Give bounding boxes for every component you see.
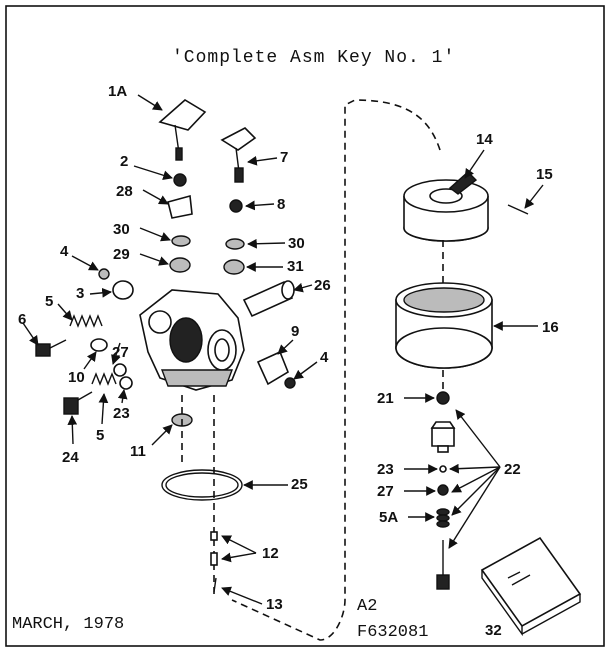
- callout-21: 21: [377, 390, 394, 407]
- callout-26: 26: [314, 277, 331, 294]
- spring-5a: [436, 508, 450, 528]
- screw-2: [173, 173, 187, 187]
- drawing-code-a: A2: [357, 597, 377, 616]
- callout-30-right: 30: [288, 235, 305, 252]
- callout-30-left: 30: [113, 221, 130, 238]
- spring-5-upper: [69, 314, 103, 328]
- screw-6: [35, 339, 67, 357]
- washer-21: [436, 391, 450, 405]
- spring-5-lower: [91, 372, 117, 386]
- nut-4-top: [98, 268, 110, 280]
- seal-31: [223, 259, 245, 275]
- callout-5-upper: 5: [45, 293, 53, 310]
- throttle-bracket-1a: [158, 99, 207, 161]
- kit-package-32: [480, 536, 582, 637]
- callout-14: 14: [476, 131, 493, 148]
- connection-dashed-line: [231, 99, 441, 641]
- clip-28: [167, 194, 193, 219]
- drawing-code-b: F632081: [357, 623, 428, 642]
- fuel-inlet-26: [242, 280, 295, 318]
- callout-7: 7: [280, 149, 288, 166]
- gasket-25-inner: [165, 472, 239, 498]
- ring-27-left: [113, 363, 127, 377]
- callout-1a: 1A: [108, 83, 127, 100]
- callout-6: 6: [18, 311, 26, 328]
- diagram-title: 'Complete Asm Key No. 1': [172, 48, 455, 68]
- needle-bolt: [436, 540, 450, 590]
- callout-28: 28: [116, 183, 133, 200]
- callout-10: 10: [68, 369, 85, 386]
- callout-32: 32: [485, 622, 502, 639]
- plate-9: [256, 350, 289, 386]
- washer-10: [90, 338, 108, 352]
- seal-29: [169, 257, 191, 273]
- plug-3: [112, 280, 134, 300]
- callout-16: 16: [542, 319, 559, 336]
- washer-30-left: [171, 235, 191, 247]
- carburetor-body: [139, 289, 245, 391]
- washer-8: [229, 199, 243, 213]
- callout-5a: 5A: [379, 509, 398, 526]
- callout-24: 24: [62, 449, 79, 466]
- callout-22: 22: [504, 461, 521, 478]
- needle-24: [63, 391, 93, 415]
- callout-13: 13: [266, 596, 283, 613]
- ring-27-right: [437, 484, 449, 496]
- callout-27-right: 27: [377, 483, 394, 500]
- callout-2: 2: [120, 153, 128, 170]
- callout-3: 3: [76, 285, 84, 302]
- bowl-nut: [430, 421, 456, 453]
- callout-5-lower: 5: [96, 427, 104, 444]
- callout-15: 15: [536, 166, 553, 183]
- washer-23-right: [439, 465, 447, 473]
- leader-arrows: [22, 94, 544, 605]
- page-frame: [5, 5, 605, 647]
- pin-12: [210, 531, 218, 566]
- callout-12: 12: [262, 545, 279, 562]
- pin-13: [213, 577, 217, 593]
- callout-23-right: 23: [377, 461, 394, 478]
- callout-29: 29: [113, 246, 130, 263]
- callout-11: 11: [130, 443, 146, 460]
- callout-25: 25: [291, 476, 308, 493]
- washer-30-right: [225, 238, 245, 250]
- ring-23-left: [119, 376, 133, 390]
- float-bowl-16: [395, 282, 493, 369]
- date-label: MARCH, 1978: [12, 615, 124, 634]
- float-14: [403, 171, 489, 242]
- float-pin-15: [507, 204, 529, 215]
- callout-27-left: 27: [112, 344, 129, 361]
- callout-4-top: 4: [60, 243, 69, 260]
- screw-4-right: [284, 377, 296, 389]
- callout-9: 9: [291, 323, 299, 340]
- choke-lever-7: [220, 127, 257, 183]
- callout-8: 8: [277, 196, 285, 213]
- callout-23-left: 23: [113, 405, 130, 422]
- callout-31: 31: [287, 258, 304, 275]
- gasket-25: [161, 469, 243, 501]
- callout-4-right: 4: [320, 349, 329, 366]
